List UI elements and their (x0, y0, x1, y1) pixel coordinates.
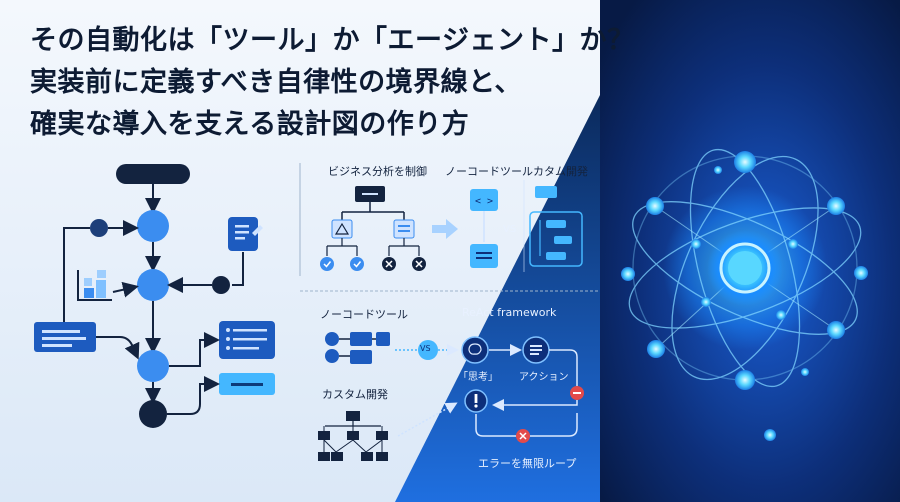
flowchart (34, 164, 275, 428)
start-node (116, 164, 190, 184)
step-node-1 (137, 210, 169, 242)
step-node-3 (137, 350, 169, 382)
label-think: 「思考」 (458, 372, 498, 383)
label-infinite-error-loop: エラーを無限ループ (478, 457, 577, 470)
end-node (139, 400, 167, 428)
label-nocode-tool-bottom: ノーコードツール (320, 308, 408, 321)
step-node-2 (137, 269, 169, 301)
label-react-framework: ReAct framework (462, 306, 557, 319)
loop-node (90, 219, 108, 237)
title-line-1: その自動化は「ツール」か「エージェント」か？ (30, 25, 635, 56)
label-business-control: ビジネス分析を制御 (328, 165, 427, 178)
tool-comparison-panel: < > (299, 163, 600, 292)
bar-chart-icon (77, 270, 112, 301)
label-nocode-tool-top: ノーコードツール (445, 165, 533, 178)
vs-label-top: VS (503, 224, 517, 235)
react-comparison-panel (318, 332, 584, 461)
think-node (461, 336, 489, 364)
label-custom-dev-top: カタム開発 (533, 165, 588, 178)
brain-icon (468, 343, 482, 355)
label-custom-dev-bottom: カスタム開発 (322, 388, 388, 401)
title-line-3: 確実な導入を支える設計図の作り方 (30, 109, 470, 140)
vs-label-bottom: VS (420, 344, 431, 353)
title-line-2: 実装前に定義すべき自律性の境界線と、 (30, 67, 523, 98)
svg-text:< >: < > (475, 196, 493, 207)
label-action: アクション (519, 372, 569, 383)
flow-arrow-icon (432, 219, 458, 239)
atom-network-graphic (621, 148, 868, 441)
